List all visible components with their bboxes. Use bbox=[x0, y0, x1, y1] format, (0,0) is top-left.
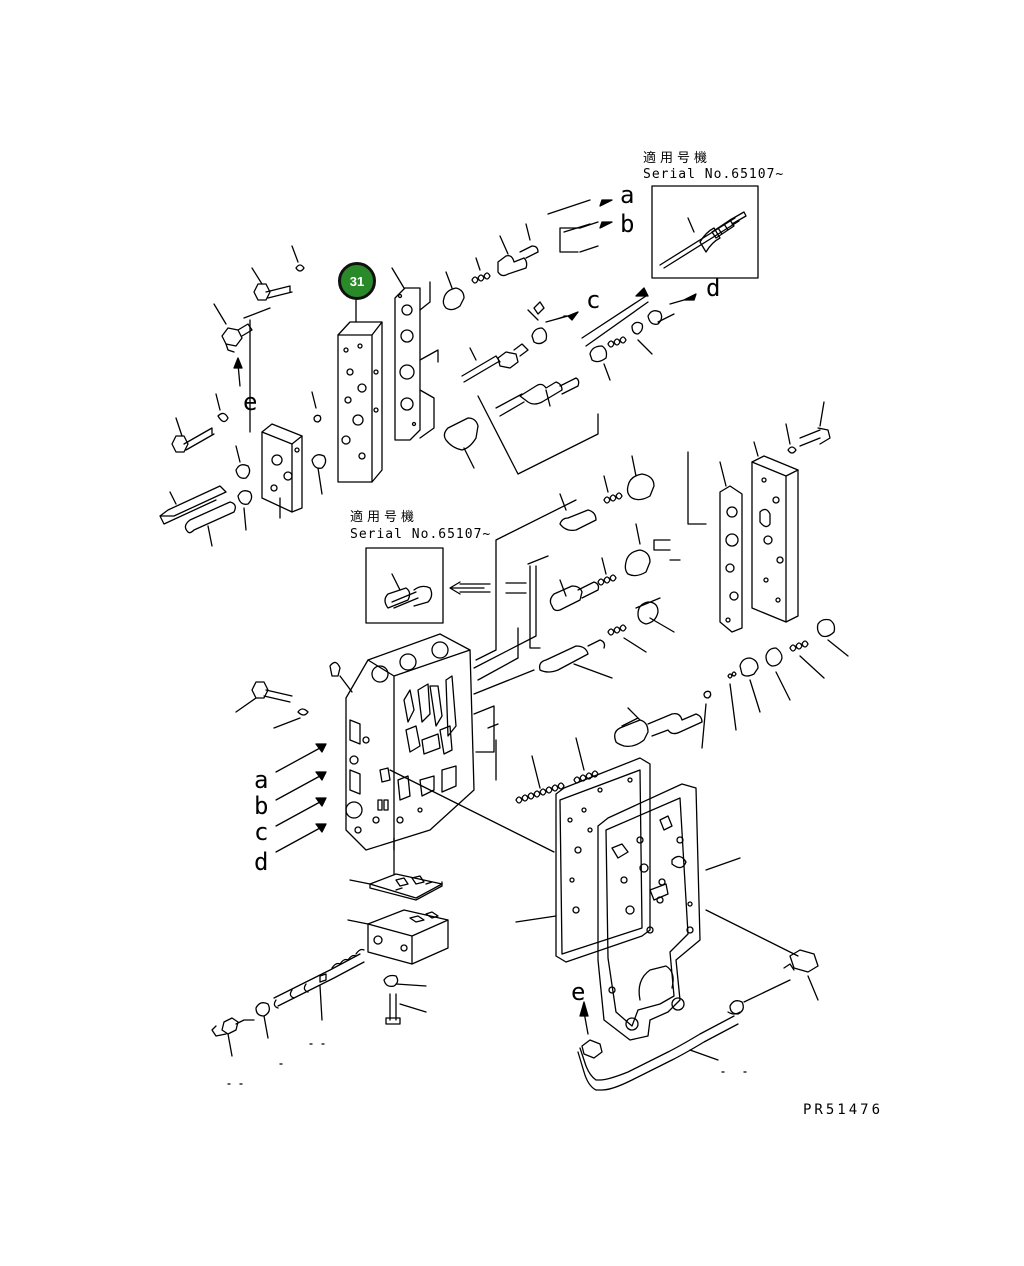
lower-connection-lines bbox=[389, 499, 577, 853]
lower-bolt-set bbox=[211, 948, 427, 1085]
connection-letter-left-a: a bbox=[254, 766, 269, 794]
upper-lower-spool bbox=[419, 281, 599, 475]
connection-letter-left-b: b bbox=[254, 792, 269, 820]
connection-letter-left-d: d bbox=[254, 848, 269, 876]
top-serial-number: Serial No.65107~ bbox=[643, 167, 785, 182]
right-upper-gasket bbox=[719, 461, 743, 633]
right-upper-plate bbox=[751, 441, 799, 623]
upper-right-spool-row bbox=[461, 287, 697, 383]
left-upper-bolts bbox=[159, 245, 305, 547]
lower-left-arrows bbox=[275, 743, 327, 853]
upper-o-rings bbox=[311, 391, 327, 495]
connection-letter-top-a: a bbox=[620, 181, 635, 209]
callout-badge-31[interactable]: 31 bbox=[338, 262, 376, 300]
middle-spool-rows bbox=[527, 451, 707, 679]
connection-letter-top-c: c bbox=[586, 286, 601, 314]
left-small-block bbox=[261, 423, 303, 519]
connection-letter-bottom-e: e bbox=[571, 978, 586, 1006]
right-upper-bolt bbox=[785, 401, 831, 454]
figure-code: PR51476 bbox=[803, 1102, 884, 1118]
top-applicability-heading: 適用号機 bbox=[643, 151, 712, 166]
middle-inset-box bbox=[365, 547, 527, 624]
upper-valve-body bbox=[337, 299, 383, 483]
lower-cover-plate bbox=[597, 783, 741, 1041]
lower-left-bolt bbox=[235, 681, 309, 729]
upper-gasket bbox=[391, 267, 421, 441]
lower-main-valve-body bbox=[329, 633, 475, 851]
connection-letter-left-c: c bbox=[254, 818, 269, 846]
middle-serial-number: Serial No.65107~ bbox=[350, 527, 492, 542]
upper-elbow-fitting bbox=[213, 303, 271, 433]
lower-gasket bbox=[515, 757, 651, 963]
long-spring bbox=[515, 737, 599, 804]
upper-spools bbox=[442, 199, 613, 311]
connection-letter-top-b: b bbox=[620, 210, 635, 238]
top-inset-box bbox=[651, 185, 759, 279]
lower-small-block bbox=[347, 909, 449, 965]
connection-letter-top-e: e bbox=[243, 388, 258, 416]
lower-small-plate bbox=[349, 837, 443, 901]
middle-applicability-heading: 適用号機 bbox=[350, 510, 419, 525]
lower-pipe-assembly bbox=[577, 909, 819, 1091]
lower-right-small-parts bbox=[614, 618, 849, 749]
connection-letter-top-d: d bbox=[706, 274, 721, 302]
